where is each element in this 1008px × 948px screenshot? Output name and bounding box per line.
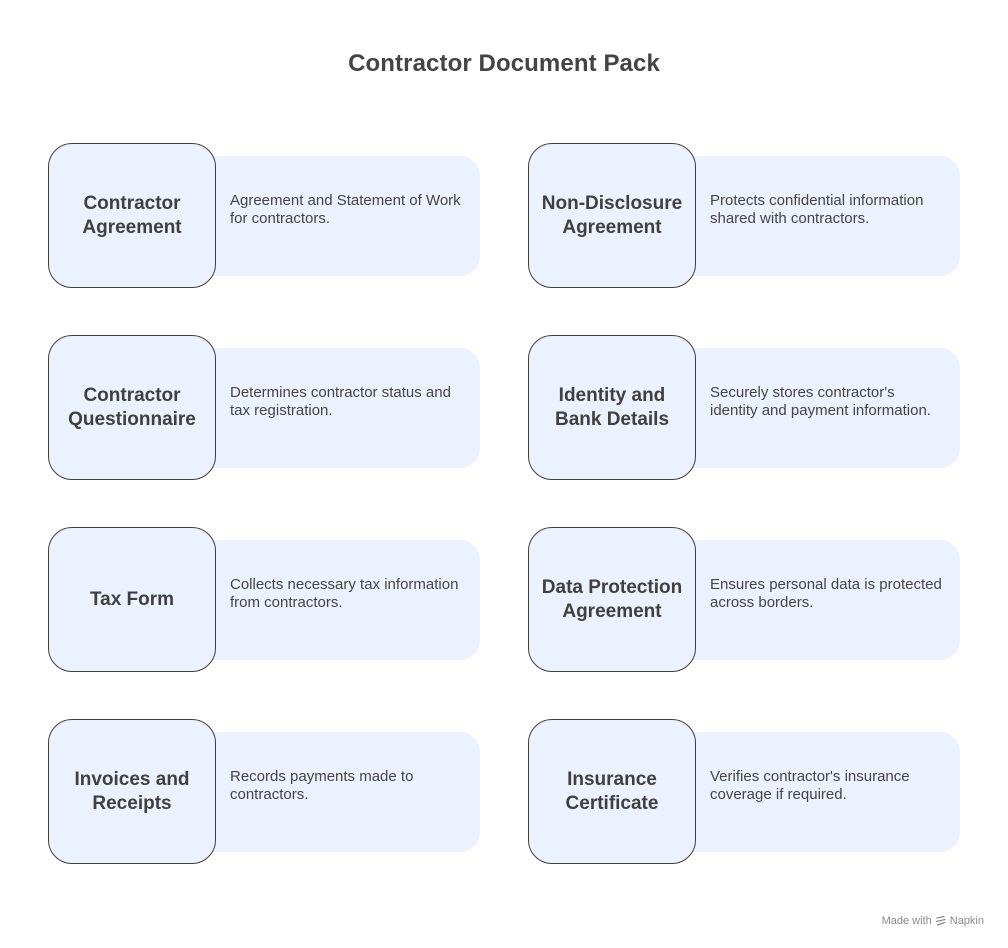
name-line: Contractor	[83, 384, 181, 406]
name-line: Questionnaire	[68, 408, 196, 430]
description-line: from contractors.	[230, 594, 343, 611]
page-title: Contractor Document Pack	[348, 50, 660, 77]
description-line: Agreement and Statement of Work	[230, 192, 461, 209]
description-line: contractors.	[230, 786, 309, 803]
description-line: shared with contractors.	[710, 210, 870, 227]
description-line: Determines contractor status and	[230, 384, 451, 401]
napkin-logo-icon	[935, 915, 946, 926]
description-line: across borders.	[710, 594, 814, 611]
name-line: Bank Details	[554, 408, 670, 430]
name-line: Invoices and	[74, 768, 190, 790]
name-line: Data Protection	[541, 576, 683, 598]
description-line: Securely stores contractor's	[710, 384, 895, 401]
name-line: Non-Disclosure	[541, 192, 683, 214]
description-line: for contractors.	[230, 210, 331, 227]
name-line: Agreement	[562, 216, 662, 238]
napkin-brand-label: Napkin	[949, 915, 984, 927]
description-line: tax registration.	[230, 402, 333, 419]
description-line: Verifies contractor's insurance	[710, 768, 910, 785]
description-line: coverage if required.	[710, 786, 847, 803]
name-line: Receipts	[92, 792, 172, 814]
name-line: Contractor	[83, 192, 181, 214]
footer-attribution[interactable]: Made with Napkin	[882, 915, 984, 927]
made-with-label: Made with	[881, 915, 932, 927]
description-line: Collects necessary tax information	[230, 576, 459, 593]
name-line: Agreement	[82, 216, 182, 238]
name-line: Agreement	[562, 600, 662, 622]
description-line: Protects confidential information	[710, 192, 924, 209]
description-line: Ensures personal data is protected	[710, 576, 942, 593]
description-line: Records payments made to	[230, 768, 414, 785]
name-line: Tax Form	[89, 588, 175, 610]
name-line: Insurance	[567, 768, 657, 790]
name-line: Certificate	[565, 792, 659, 814]
description-line: identity and payment information.	[710, 402, 931, 419]
document-name-box: Tax Form	[48, 527, 216, 672]
document-name: Tax Form	[84, 588, 180, 612]
name-line: Identity and	[558, 384, 666, 406]
